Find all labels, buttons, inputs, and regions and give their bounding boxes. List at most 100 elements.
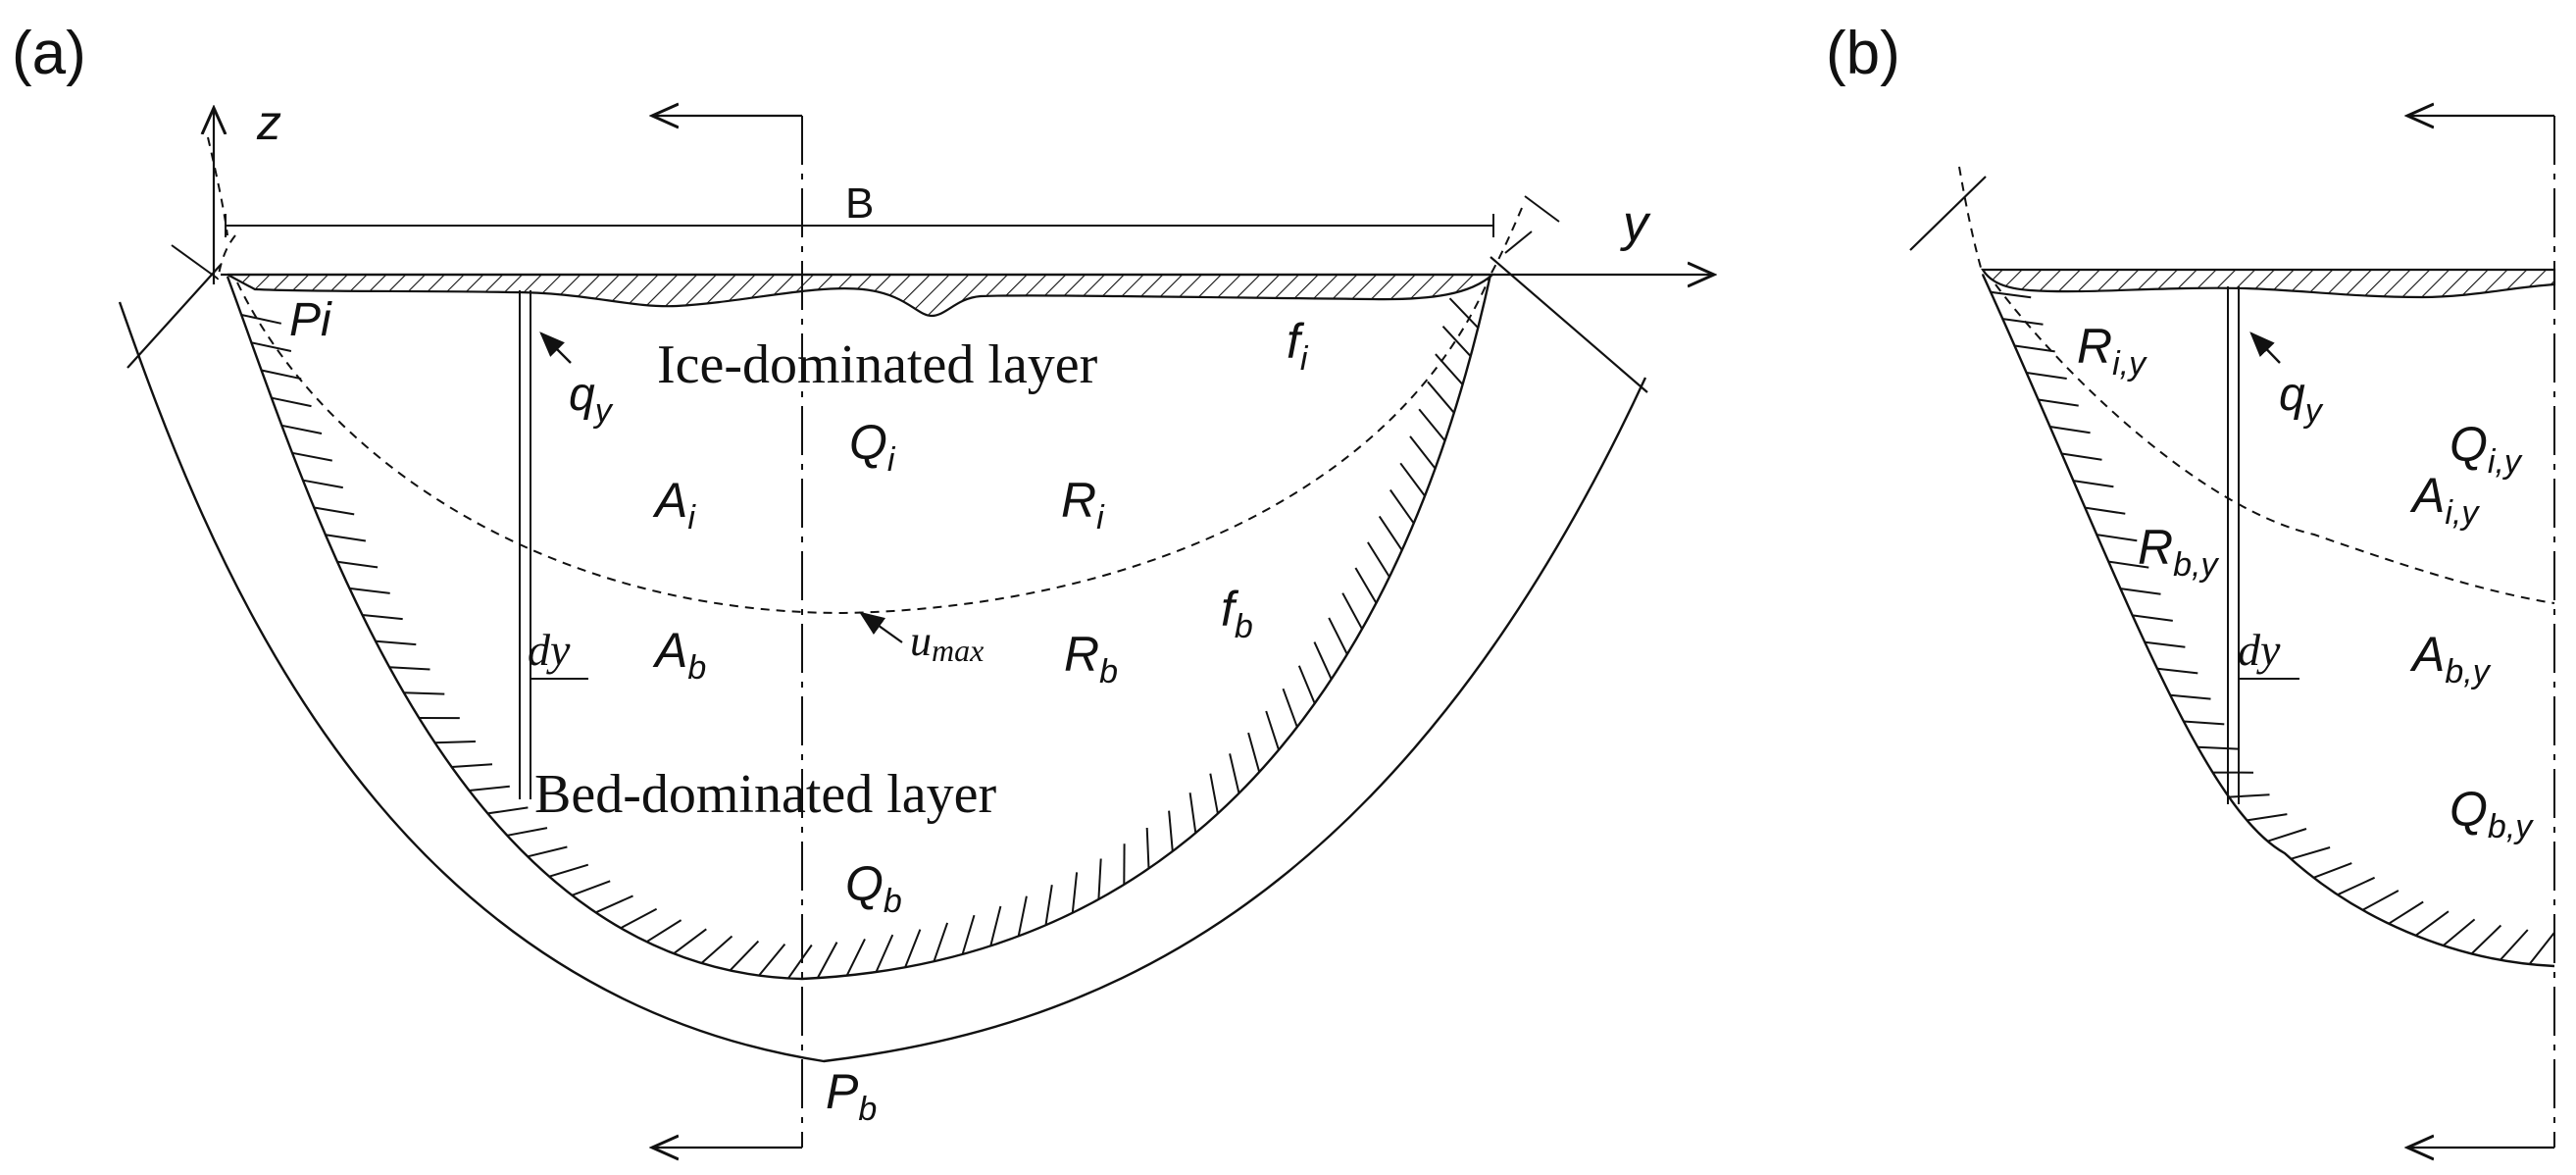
bed-hatch-tick	[2002, 318, 2044, 326]
bed-hatch-tick	[1145, 827, 1150, 869]
qb-label: Qb	[845, 856, 902, 920]
bed-hatch-tick	[2170, 693, 2211, 700]
bed-hatch-tick	[645, 919, 682, 944]
bed-hatch-tick	[700, 935, 733, 964]
bed-hatch-tick	[2132, 614, 2173, 622]
bed-hatch-tick	[2247, 813, 2288, 822]
bed-hatch-tick	[1313, 641, 1333, 680]
left-bank-slope-line	[126, 264, 222, 369]
b-aiy-label: Ai,y	[2409, 468, 2480, 532]
bed-hatch-tick	[1168, 810, 1174, 852]
b-bank-dash	[1958, 166, 1984, 276]
bed-hatch-tick	[336, 560, 379, 569]
bed-hatch-tick	[2026, 372, 2067, 380]
bed-hatch-tick	[527, 845, 568, 858]
bed-hatch-tick	[2085, 506, 2126, 515]
bed-hatch-tick	[673, 928, 707, 955]
bed-hatch-tick	[1017, 895, 1028, 937]
dy-label: dy	[528, 625, 571, 675]
bed-hatch-tick	[1229, 753, 1240, 794]
bed-hatch-tick	[1435, 353, 1464, 385]
bed-hatch-tick	[2197, 745, 2239, 750]
bed-hatch-tick	[2049, 426, 2091, 434]
bed-hatch-tick	[816, 942, 838, 979]
panel-a-tag: (a)	[12, 20, 86, 87]
bed-hatch-tick	[2156, 667, 2198, 675]
bed-hatch-tick	[620, 907, 658, 930]
bed-hatch-tick	[389, 666, 430, 671]
bed-hatch-tick	[403, 691, 445, 695]
bed-hatch-tick	[2528, 931, 2556, 965]
bed-hatch-tick	[1247, 732, 1261, 773]
bed-hatch-tick	[2145, 640, 2186, 648]
b-qiy-label: Qi,y	[2450, 417, 2523, 481]
bed-hatch-tick	[291, 451, 332, 462]
bed-hatch-tick	[2291, 846, 2331, 860]
bed-hatching	[240, 297, 1480, 979]
bed-hatch-tick	[507, 827, 548, 837]
ab-label: Ab	[652, 623, 706, 687]
bed-hatch-tick	[1097, 858, 1102, 899]
bed-hatch-tick	[1399, 462, 1426, 497]
bed-hatch-tick	[2470, 924, 2502, 955]
panel-b-tag: (b)	[1826, 20, 1900, 87]
bed-hatch-tick	[1297, 665, 1316, 704]
right-bank-dash	[1490, 207, 1523, 276]
qy-label: qy	[569, 369, 614, 430]
qy-arrow	[539, 332, 572, 364]
b-zero-shear-line	[1995, 283, 2555, 604]
bed-hatch-tick	[240, 314, 282, 325]
bed-hatch-tick	[1188, 792, 1197, 834]
left-bank-mark	[171, 244, 219, 280]
channel-outer-boundary	[118, 301, 1647, 1063]
b-bed-boundary	[1981, 274, 2555, 968]
panel-b: (b) dy qy Ri,y Qi,y Ai,y Rb,y Ab,y Qb,y	[1826, 20, 2556, 1148]
bed-hatch-tick	[325, 534, 367, 542]
bed-hatch-tick	[2388, 900, 2424, 925]
bed-hatch-tick	[487, 806, 529, 815]
bed-hatch-tick	[2267, 828, 2307, 843]
right-bank-slope-line	[1490, 256, 1648, 393]
umax-label: umax	[910, 617, 984, 668]
bed-hatch-tick	[1441, 326, 1472, 357]
b-qby-label: Qb,y	[2450, 782, 2534, 845]
bed-hatch-tick	[2313, 862, 2352, 879]
b-aby-label: Ab,y	[2409, 627, 2492, 690]
bed-hatch-tick	[961, 914, 976, 955]
width-label: B	[845, 179, 874, 228]
bed-hatch-tick	[2362, 890, 2399, 911]
pi-label: Pi	[289, 294, 332, 346]
bed-hatch-tick	[281, 424, 323, 434]
bed-hatch-tick	[758, 943, 786, 977]
ai-label: Ai	[652, 473, 696, 536]
bed-hatch-tick	[2500, 929, 2529, 961]
panel-a: (a) z y B	[12, 20, 1714, 1148]
fb-label: fb	[1221, 582, 1253, 645]
bed-hatch-tick	[362, 614, 403, 621]
ice-cover	[227, 273, 1495, 318]
bed-hatch-tick	[314, 506, 355, 516]
bed-hatch-tick	[787, 944, 813, 979]
bed-hatch-tick	[875, 934, 894, 973]
bed-hatch-tick	[349, 587, 390, 594]
bed-hatch-tick	[1448, 297, 1480, 329]
bed-hatch-tick	[2229, 793, 2270, 798]
bed-hatch-tick	[571, 880, 611, 896]
left-bank-dash-top	[207, 136, 228, 236]
bed-hatch-tick	[2038, 398, 2079, 407]
bed-hatch-tick	[1427, 381, 1455, 414]
bed-hatch-tick	[2414, 910, 2450, 937]
b-bank-slope-line	[1909, 176, 1987, 251]
bed-hatch-tick	[548, 863, 589, 878]
bed-hatch-tick	[434, 741, 477, 744]
ri-label: Ri	[1061, 473, 1105, 536]
bed-hatch-tick	[2073, 480, 2114, 488]
ice-layer-label: Ice-dominated layer	[657, 334, 1098, 395]
bed-hatch-tick	[933, 922, 949, 962]
bed-hatch-tick	[375, 639, 417, 646]
z-axis-label: z	[256, 95, 281, 150]
b-rby-label: Rb,y	[2138, 520, 2219, 584]
bed-hatch-tick	[1990, 290, 2032, 299]
bed-hatch-tick	[2337, 876, 2376, 896]
qi-label: Qi	[849, 415, 896, 479]
